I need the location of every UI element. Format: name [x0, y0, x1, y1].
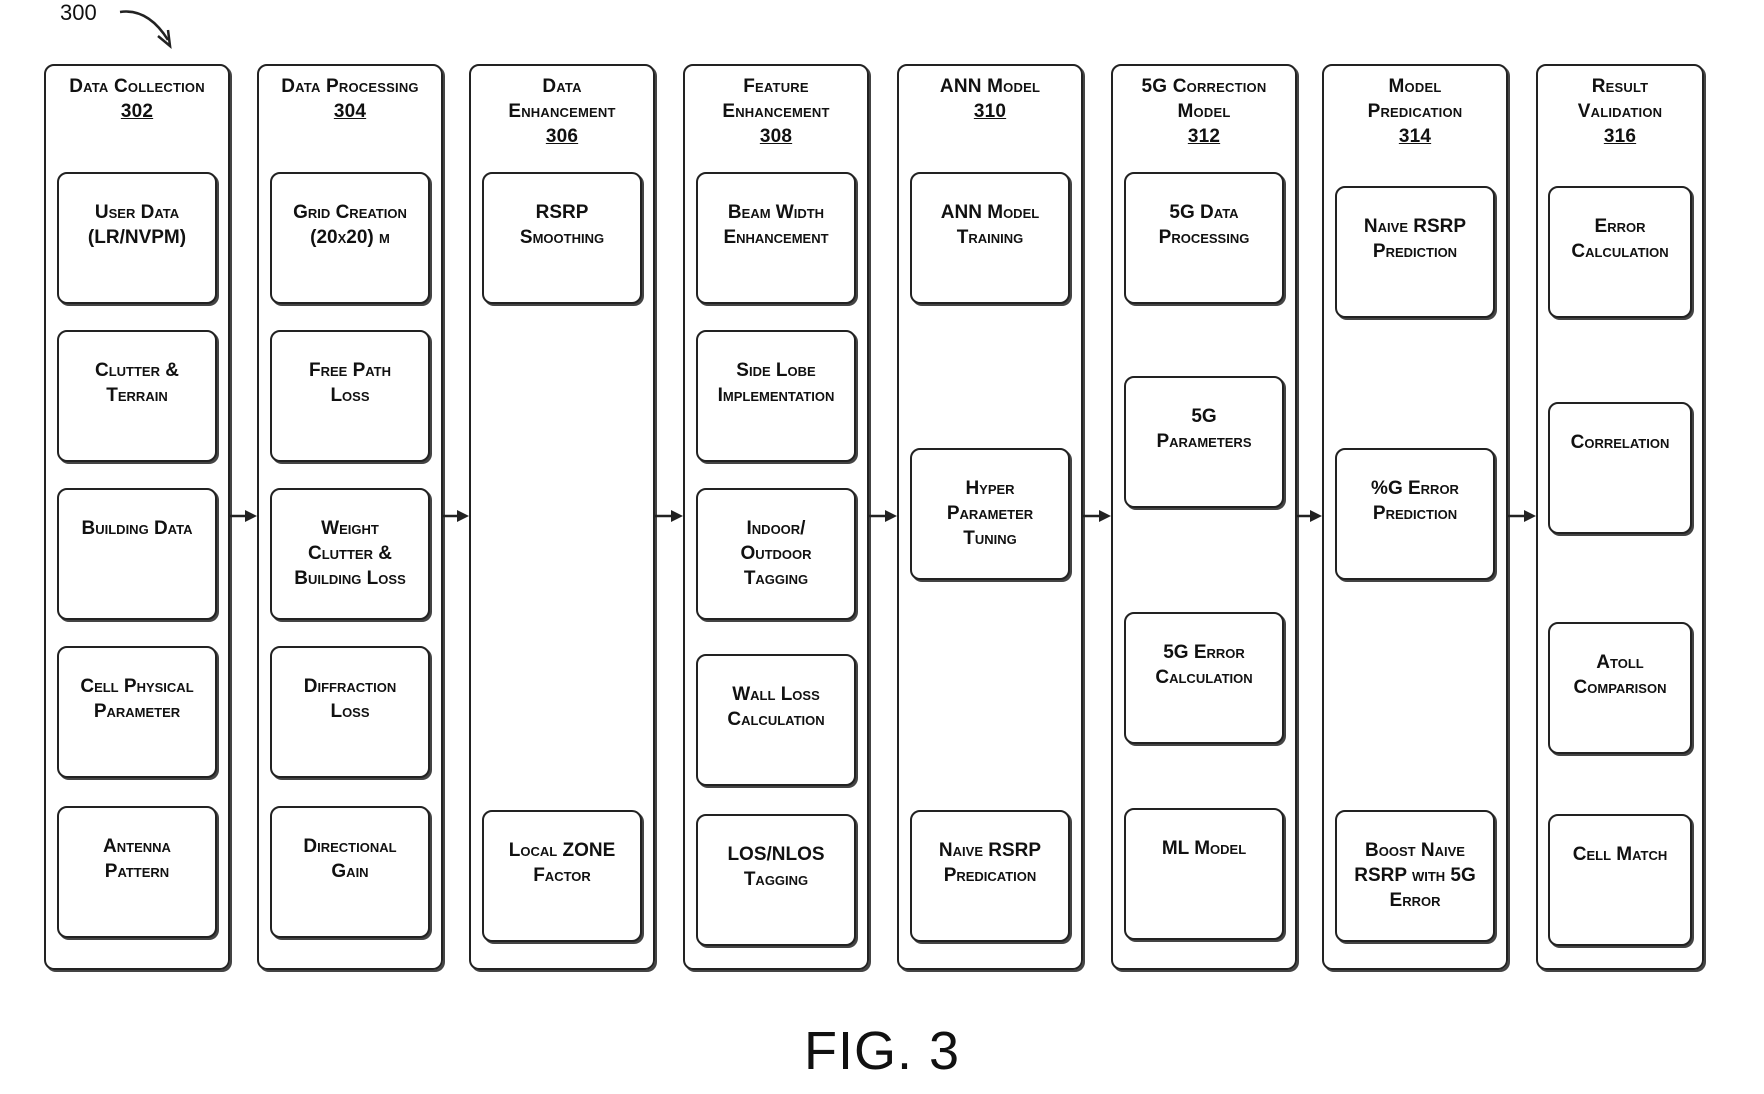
step-label: Grid Creation (20x20) m: [293, 200, 407, 250]
step-label: Antenna Pattern: [103, 834, 171, 884]
step-label: %G Error Prediction: [1371, 476, 1459, 526]
reference-arrow-icon: [118, 6, 178, 50]
step-label: Indoor/ Outdoor Tagging: [740, 516, 811, 591]
step-label: Naive RSRP Prediction: [1364, 214, 1466, 264]
step-label: ML Model: [1162, 836, 1246, 861]
column-number: 308: [685, 124, 867, 149]
step-box: Wall Loss Calculation: [696, 654, 856, 786]
step-box: %G Error Prediction: [1335, 448, 1495, 580]
flow-arrow-icon: [230, 508, 257, 524]
step-label: RSRP Smoothing: [520, 200, 604, 250]
step-box: Error Calculation: [1548, 186, 1692, 318]
column-title: Model Predication314: [1324, 74, 1506, 149]
step-box: Grid Creation (20x20) m: [270, 172, 430, 304]
step-label: 5G Parameters: [1156, 404, 1251, 454]
flow-arrow-icon: [1508, 508, 1536, 524]
step-box: RSRP Smoothing: [482, 172, 642, 304]
step-box: Free Path Loss: [270, 330, 430, 462]
step-box: User Data (LR/NVPM): [57, 172, 217, 304]
step-box: Directional Gain: [270, 806, 430, 938]
column-title-label: Feature Enhancement: [722, 76, 829, 122]
flow-arrow-icon: [869, 508, 897, 524]
step-label: Cell Match: [1573, 842, 1668, 867]
step-label: 5G Error Calculation: [1155, 640, 1252, 690]
column-title: Data Collection302: [46, 74, 228, 124]
step-box: Boost Naive RSRP with 5G Error: [1335, 810, 1495, 942]
step-box: Building Data: [57, 488, 217, 620]
step-label: Side Lobe Implementation: [718, 358, 835, 408]
column-number: 306: [471, 124, 653, 149]
step-label: Naive RSRP Predication: [939, 838, 1041, 888]
step-box: LOS/NLOS Tagging: [696, 814, 856, 946]
step-label: Atoll Comparison: [1574, 650, 1667, 700]
column-title: Data Processing304: [259, 74, 441, 124]
step-label: LOS/NLOS Tagging: [727, 842, 824, 892]
step-label: Beam Width Enhancement: [723, 200, 828, 250]
column-number: 302: [46, 99, 228, 124]
step-label: User Data (LR/NVPM): [88, 200, 186, 250]
column-title: Feature Enhancement308: [685, 74, 867, 149]
column-number: 314: [1324, 124, 1506, 149]
column-title: Result Validation316: [1538, 74, 1702, 149]
step-label: Local ZONE Factor: [509, 838, 616, 888]
step-label: Building Data: [82, 516, 193, 541]
step-box: Clutter & Terrain: [57, 330, 217, 462]
step-label: 5G Data Processing: [1159, 200, 1250, 250]
step-box: Cell Physical Parameter: [57, 646, 217, 778]
step-box: Correlation: [1548, 402, 1692, 534]
flow-arrow-icon: [1083, 508, 1111, 524]
step-label: Cell Physical Parameter: [80, 674, 193, 724]
step-box: Beam Width Enhancement: [696, 172, 856, 304]
column-title-label: 5G Correction Model: [1142, 76, 1267, 122]
step-box: Naive RSRP Prediction: [1335, 186, 1495, 318]
step-box: Cell Match: [1548, 814, 1692, 946]
column-title-label: ANN Model: [940, 76, 1040, 97]
step-label: Hyper Parameter Tuning: [947, 476, 1033, 551]
step-box: Atoll Comparison: [1548, 622, 1692, 754]
column-title: ANN Model310: [899, 74, 1081, 124]
step-label: Weight Clutter & Building Loss: [294, 516, 406, 591]
step-label: Correlation: [1571, 430, 1670, 455]
column-number: 304: [259, 99, 441, 124]
step-box: Hyper Parameter Tuning: [910, 448, 1070, 580]
step-box: Indoor/ Outdoor Tagging: [696, 488, 856, 620]
column-title-label: Result Validation: [1578, 76, 1662, 122]
step-box: Weight Clutter & Building Loss: [270, 488, 430, 620]
column-title-label: Data Enhancement: [508, 76, 615, 122]
step-label: Boost Naive RSRP with 5G Error: [1354, 838, 1476, 913]
column-number: 312: [1113, 124, 1295, 149]
step-label: ANN Model Training: [941, 200, 1039, 250]
column-title: 5G Correction Model312: [1113, 74, 1295, 149]
figure-reference-number: 300: [60, 0, 97, 26]
step-box: Naive RSRP Predication: [910, 810, 1070, 942]
flow-arrow-icon: [443, 508, 469, 524]
step-label: Directional Gain: [303, 834, 396, 884]
step-box: 5G Parameters: [1124, 376, 1284, 508]
column-number: 310: [899, 99, 1081, 124]
step-box: Diffraction Loss: [270, 646, 430, 778]
step-label: Error Calculation: [1571, 214, 1668, 264]
step-box: Local ZONE Factor: [482, 810, 642, 942]
flow-arrow-icon: [655, 508, 683, 524]
step-label: Diffraction Loss: [304, 674, 396, 724]
step-box: ML Model: [1124, 808, 1284, 940]
step-box: Antenna Pattern: [57, 806, 217, 938]
step-label: Clutter & Terrain: [95, 358, 179, 408]
step-box: Side Lobe Implementation: [696, 330, 856, 462]
step-label: Wall Loss Calculation: [727, 682, 824, 732]
column-title-label: Data Processing: [281, 76, 418, 97]
column-title-label: Data Collection: [69, 76, 205, 97]
step-box: 5G Data Processing: [1124, 172, 1284, 304]
step-box: ANN Model Training: [910, 172, 1070, 304]
column-title: Data Enhancement306: [471, 74, 653, 149]
column-number: 316: [1538, 124, 1702, 149]
step-box: 5G Error Calculation: [1124, 612, 1284, 744]
column-title-label: Model Predication: [1368, 76, 1463, 122]
figure-caption: FIG. 3: [0, 1020, 1764, 1082]
flow-arrow-icon: [1297, 508, 1322, 524]
step-label: Free Path Loss: [309, 358, 391, 408]
